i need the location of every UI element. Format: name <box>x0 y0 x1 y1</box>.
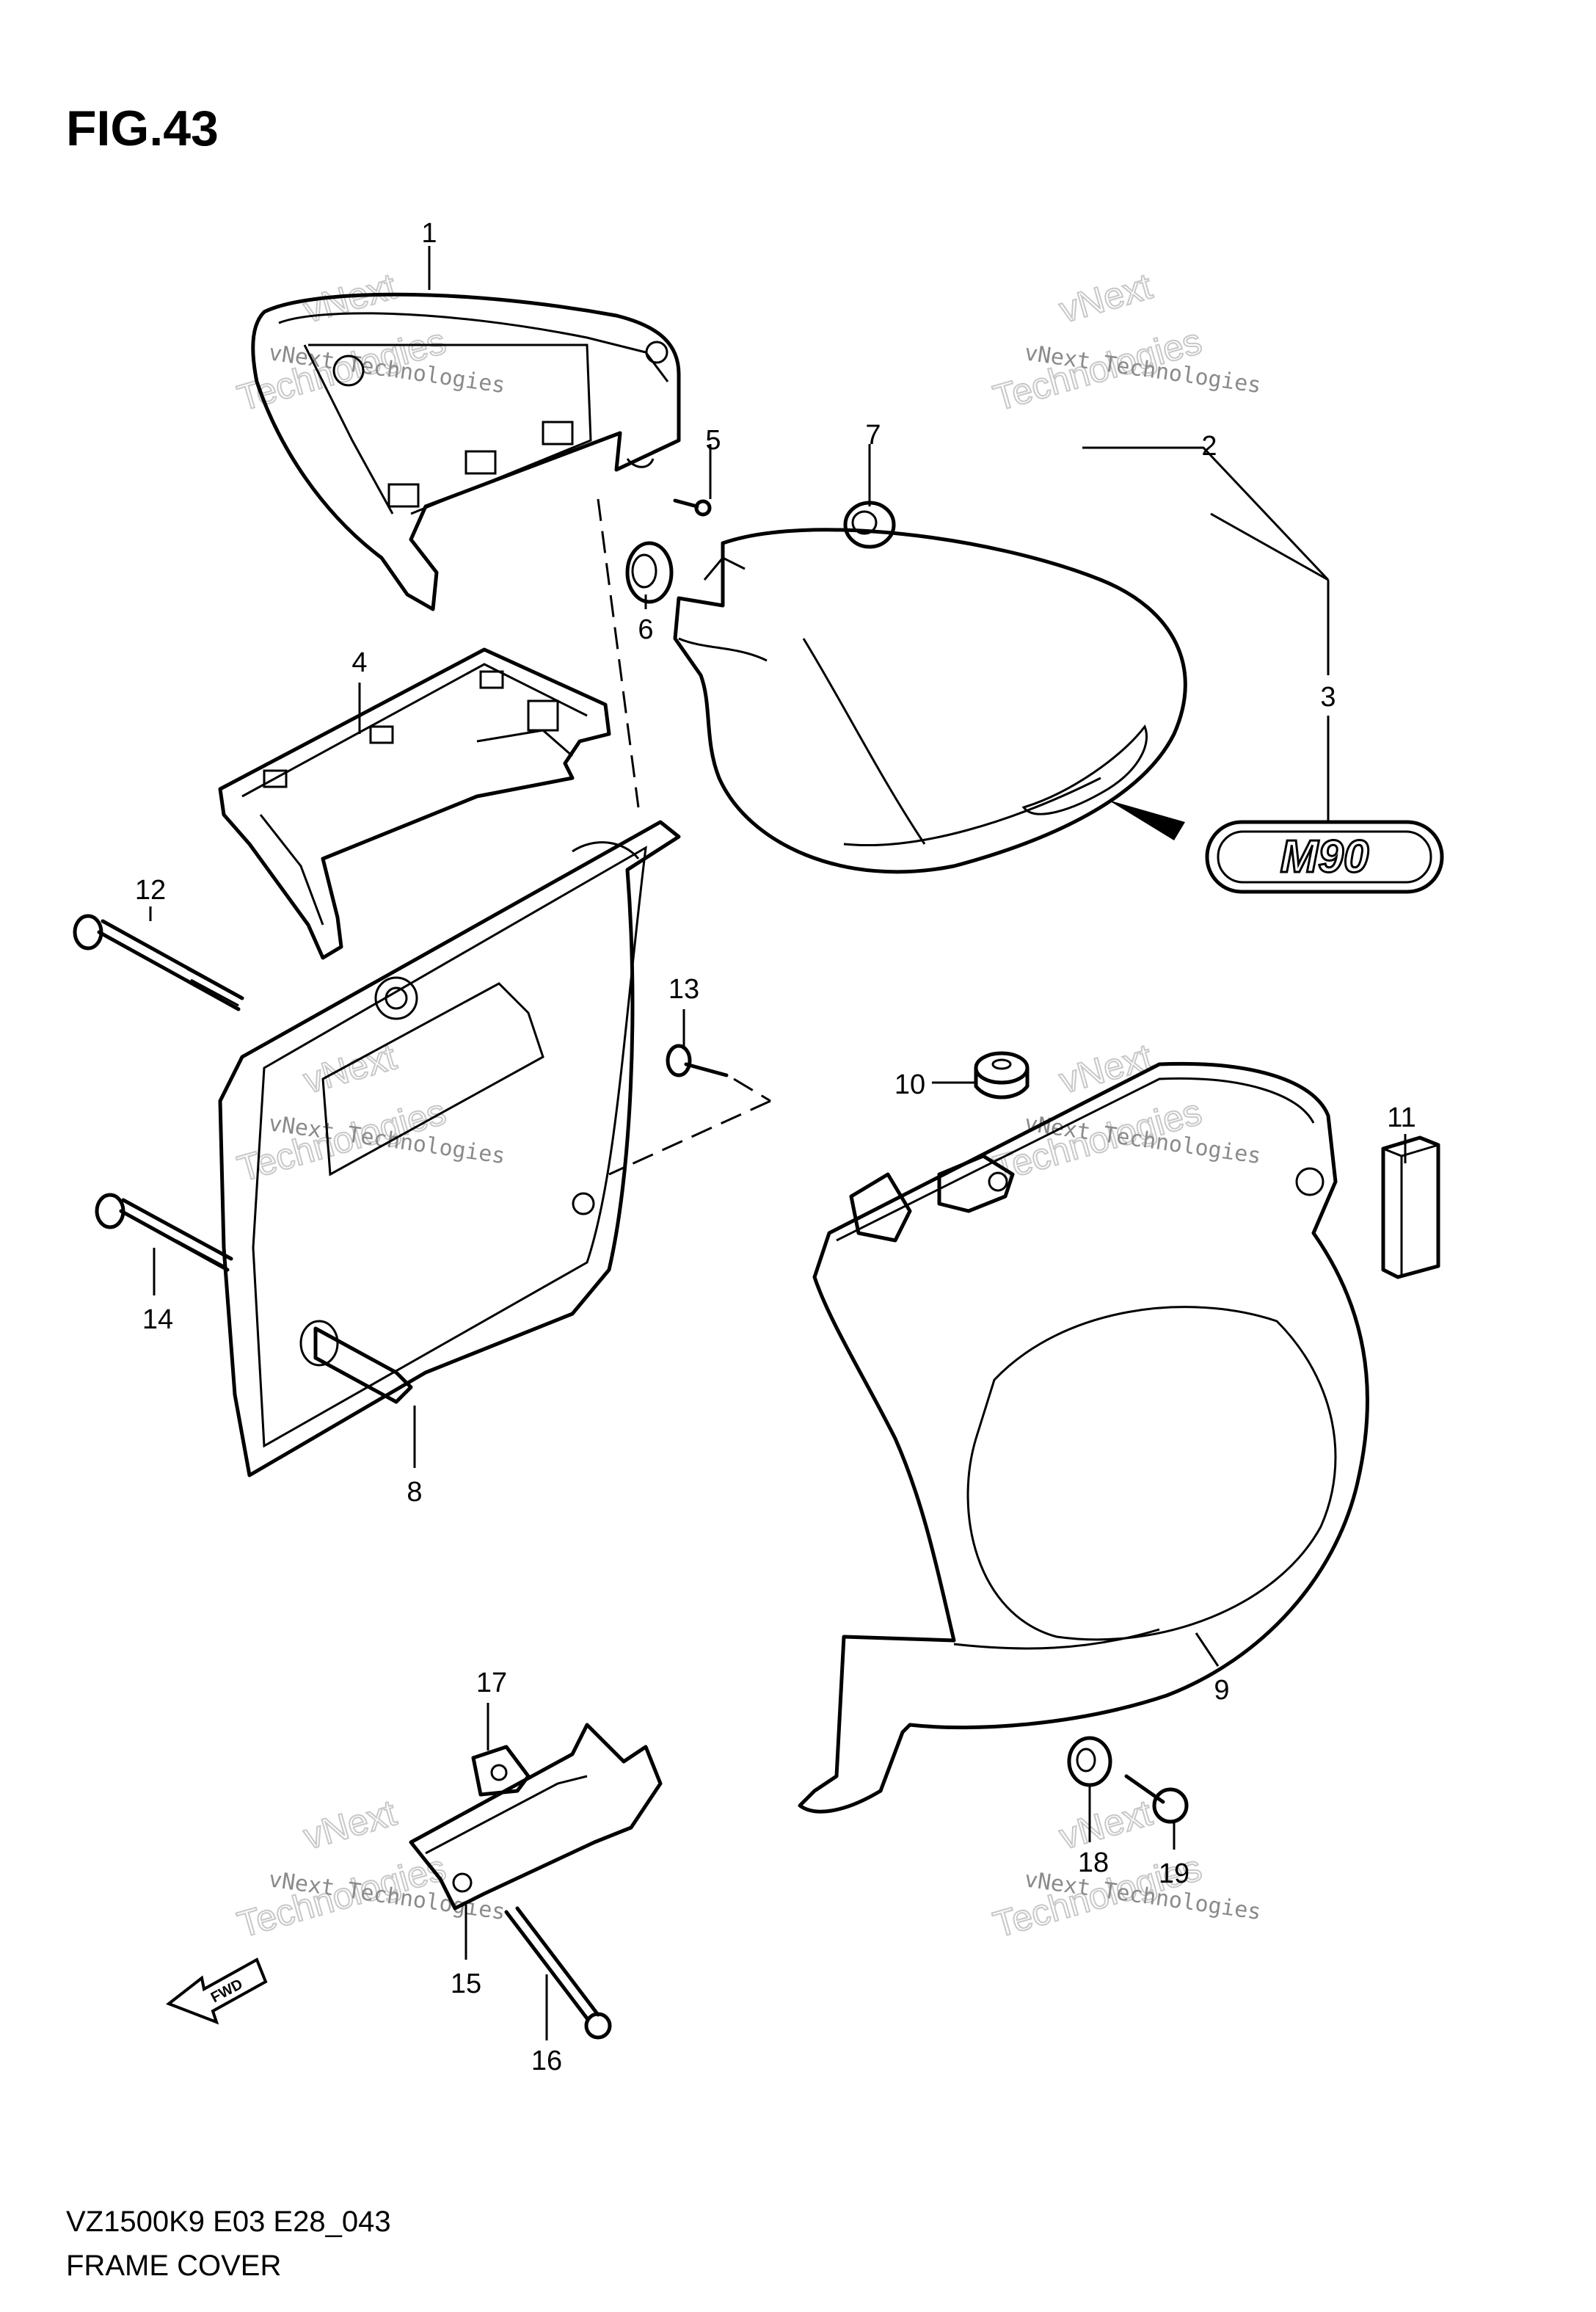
callout-labels: 1 2 3 4 5 6 7 8 9 10 11 12 13 14 15 16 1… <box>135 218 1416 2076</box>
part-18-grommet <box>1067 1736 1112 1787</box>
callout-14: 14 <box>142 1304 173 1335</box>
part-8-frame-cover <box>218 820 681 1477</box>
part-5-screw <box>673 498 712 517</box>
part-16-bolt <box>504 1906 612 2040</box>
watermark-vnext: vNext <box>1055 265 1156 330</box>
callout-5: 5 <box>705 425 721 456</box>
emblem-text: M90 <box>1280 832 1369 882</box>
callout-2: 2 <box>1201 431 1217 462</box>
watermark-group-2: vNext Technologies vNext Technologies <box>988 264 1263 419</box>
callout-12: 12 <box>135 875 166 906</box>
part-13-bolt <box>666 1044 729 1077</box>
footer-model-code: VZ1500K9 E03 E28_043 <box>66 2206 391 2238</box>
callout-3: 3 <box>1320 682 1336 713</box>
fwd-arrow-icon: FWD <box>165 1957 268 2025</box>
figure-title: FIG.43 <box>66 101 219 156</box>
part-17-nut <box>471 1745 531 1797</box>
part-11-pad <box>1381 1135 1440 1279</box>
leader-lines <box>149 246 1407 2040</box>
watermark-group-3: vNext Technologies vNext Technologies <box>233 1035 507 1190</box>
callout-7: 7 <box>865 420 881 451</box>
part-7-grommet <box>843 501 896 549</box>
part-15-bracket <box>409 1723 663 1911</box>
callout-6: 6 <box>638 614 653 645</box>
watermark-group-6: vNext Technologies vNext Technologies <box>988 1791 1263 1946</box>
callout-1: 1 <box>421 218 437 249</box>
part-14-bolt <box>95 1193 233 1272</box>
callout-9: 9 <box>1214 1675 1229 1706</box>
part-19-bolt <box>1124 1774 1189 1824</box>
watermark-group-1: vNext Technologies vNext Technologies <box>233 264 507 419</box>
footer-section-name: FRAME COVER <box>66 2250 281 2282</box>
callout-17: 17 <box>476 1668 507 1698</box>
callout-13: 13 <box>668 974 699 1005</box>
part-2-frame-cover <box>673 528 1187 874</box>
callout-16: 16 <box>531 2046 562 2076</box>
part-6-grommet <box>625 541 674 604</box>
part-4-bracket <box>218 647 611 960</box>
watermark-group-4: vNext Technologies vNext Technologies <box>988 1035 1263 1190</box>
part-10-cushion <box>974 1051 1030 1099</box>
callout-19: 19 <box>1159 1858 1189 1889</box>
callout-8: 8 <box>407 1477 422 1508</box>
watermark-vnext: vNext <box>299 1792 401 1857</box>
callout-11: 11 <box>1387 1102 1415 1133</box>
part-3-emblem-m90: M90 <box>1108 800 1444 894</box>
callout-4: 4 <box>351 647 367 678</box>
part-9-frame-cover <box>798 1061 1369 1814</box>
callout-15: 15 <box>451 1969 481 1999</box>
emblem-pointer-icon <box>1108 800 1185 840</box>
part-1-upper-frame-cover <box>251 292 681 611</box>
callout-18: 18 <box>1078 1847 1109 1878</box>
callout-10: 10 <box>894 1069 925 1100</box>
part-12-bolt <box>73 914 244 1011</box>
